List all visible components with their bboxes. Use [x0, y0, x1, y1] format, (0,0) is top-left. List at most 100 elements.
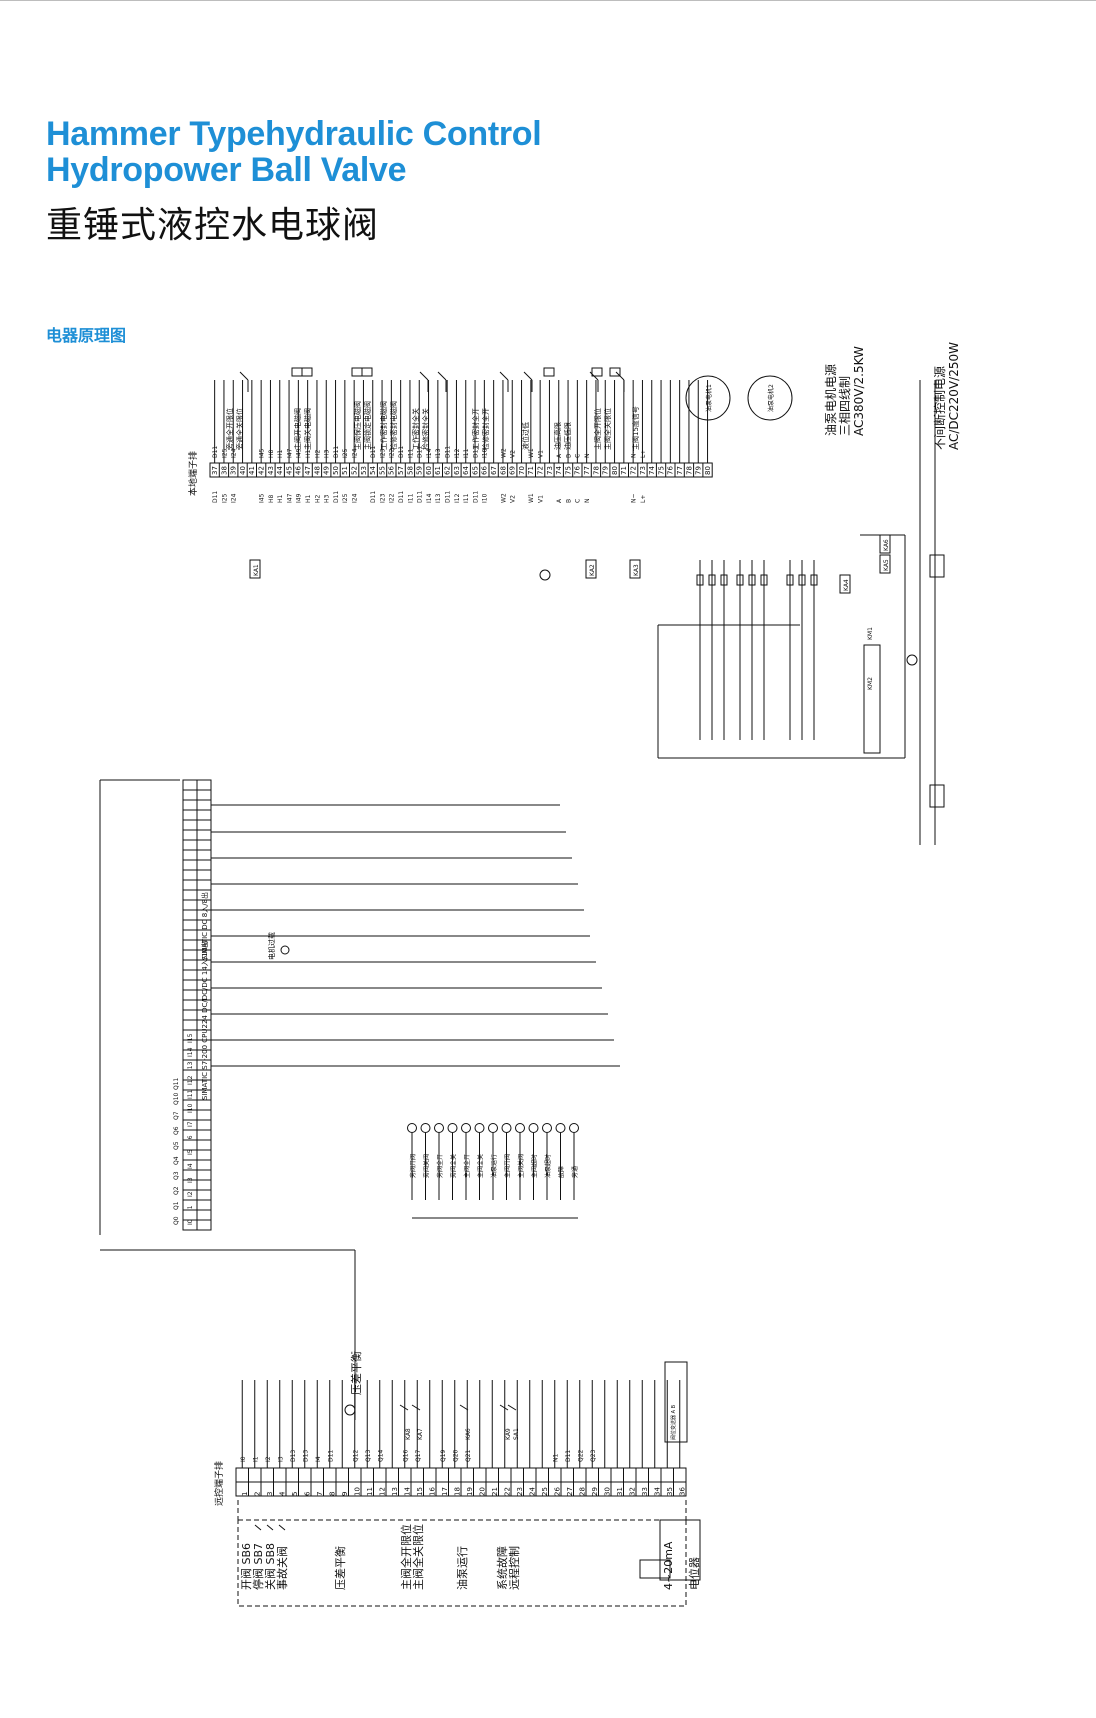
terminal-number: 64: [462, 466, 470, 475]
terminal-wire-label-lower: H1: [305, 494, 312, 503]
terminal-number: 55: [378, 466, 386, 475]
remote-terminal-number: 36: [679, 1487, 687, 1496]
remote-terminal-label: 远控端子排: [213, 1461, 225, 1506]
remote-terminal-number: 2: [254, 1492, 262, 1496]
relay-label: KA3: [633, 564, 640, 576]
terminal-wire-label: D11: [398, 446, 405, 458]
terminal-wire-label: D11: [333, 446, 340, 458]
control-power-note: 不间断控制电源: [932, 366, 947, 450]
terminal-wire-label: D11: [370, 446, 377, 458]
terminal-number: 53: [360, 466, 368, 475]
remote-wire-label: Q13: [365, 1449, 372, 1462]
terminal-number: 76: [667, 466, 675, 475]
indicator-label: 主阀开阀: [504, 1154, 512, 1178]
remote-wire-label: I2: [265, 1456, 272, 1462]
terminal-number: 71: [620, 466, 628, 475]
plc-input-label: I4: [187, 1163, 194, 1169]
terminal-number: 51: [341, 466, 349, 475]
balance-lamp: [344, 1404, 356, 1416]
function-label: 主阀全关限位: [603, 408, 612, 450]
plc-input-label: I0: [187, 1219, 194, 1225]
function-label: 液位过低: [521, 422, 530, 450]
terminal-wire-label-lower: L+: [640, 495, 647, 503]
remote-wire-label: Q12: [353, 1449, 360, 1462]
contactor-contact: [798, 574, 806, 586]
indicator-lamp: [420, 1123, 431, 1133]
terminal-number: 72: [537, 466, 545, 475]
remote-wire-label: I0: [240, 1456, 247, 1462]
terminal-number: 44: [276, 466, 284, 475]
terminal-wire-label-lower: D11: [472, 491, 479, 503]
terminal-wire-label: D11: [472, 446, 479, 458]
contactor-contact: [736, 574, 744, 586]
terminal-number: 39: [230, 466, 238, 475]
relay-label: KA2: [589, 564, 596, 576]
remote-terminal-number: 7: [316, 1492, 324, 1496]
terminal-number: 77: [676, 466, 684, 475]
plc-input-label: I1: [187, 1205, 194, 1211]
potentiometer-note: 阀位变送器 A B: [670, 1404, 677, 1440]
indicator-label: 主阀全开: [463, 1154, 471, 1178]
plc-input-label: I2: [187, 1191, 194, 1197]
terminal-wire-label-lower: D11: [370, 491, 377, 503]
relay-coil: [585, 559, 597, 579]
terminal-wire-label-lower: I14: [426, 493, 433, 503]
remote-terminal-number: 35: [666, 1487, 674, 1496]
plc-output-label: Q0: [173, 1216, 180, 1225]
terminal-wire-label-lower: I11: [463, 493, 470, 503]
remote-terminal-number: 32: [629, 1487, 637, 1496]
fuse-fu2: [929, 784, 945, 808]
function-label: 工作密封全关: [411, 408, 420, 450]
function-label: 主阀锁定电磁阀: [363, 401, 372, 450]
overload-lamp: [280, 945, 290, 955]
terminal-wire-label-lower: N~: [631, 493, 638, 503]
terminal-number: 68: [499, 466, 507, 475]
terminal-number: 57: [397, 466, 405, 475]
terminal-wire-label-lower: H2: [314, 494, 321, 503]
remote-terminal-number: 6: [304, 1491, 312, 1496]
function-label: 旁通全关限位: [235, 408, 244, 450]
function-label: 主阀保压电磁阀: [353, 401, 362, 450]
remote-terminal-number: 16: [429, 1487, 437, 1496]
indicator-label: 故障: [558, 1166, 566, 1178]
remote-terminal-number: 23: [516, 1487, 524, 1496]
remote-relay-label: KA7: [417, 1428, 424, 1440]
remote-wire-label: Q19: [440, 1449, 447, 1462]
terminal-number: 66: [481, 466, 489, 475]
terminal-wire-label-lower: W1: [528, 493, 535, 503]
top-divider: [0, 0, 1096, 1]
indicator-lamp: [906, 654, 918, 666]
terminal-wire-label: I24: [231, 448, 238, 458]
terminal-number: 62: [444, 466, 452, 475]
terminal-wire-label-lower: H3: [324, 494, 331, 503]
remote-terminal-number: 14: [404, 1487, 412, 1496]
coil-box: [291, 367, 303, 377]
indicator-label: 旁阀开阀: [409, 1154, 417, 1178]
terminal-wire-label: W2: [500, 448, 507, 458]
remote-relay-label: SA1: [513, 1428, 520, 1440]
plc-output-label: Q10: [173, 1092, 180, 1105]
plc-input-label: I14: [187, 1047, 194, 1057]
relay-contact: [507, 1404, 517, 1411]
terminal-number: 65: [471, 466, 479, 475]
terminal-number: 41: [248, 466, 256, 475]
terminal-number: 61: [434, 466, 442, 475]
terminal-wire-label-lower: I47: [286, 493, 293, 503]
terminal-number: 73: [546, 466, 554, 475]
terminal-number: 40: [239, 466, 247, 475]
indicator-label: 旁通: [571, 1166, 579, 1178]
terminal-number: 47: [304, 466, 312, 475]
remote-terminal-number: 30: [604, 1487, 612, 1496]
remote-wire-label: Q20: [453, 1449, 460, 1462]
indicator-lamp: [515, 1123, 525, 1133]
plc-output-label: Q2: [173, 1186, 180, 1195]
switch-contact: [239, 371, 249, 381]
function-label: 工作密封电磁阀: [379, 401, 388, 450]
relay-contact: [459, 1404, 469, 1411]
relay-coil: [839, 574, 851, 594]
remote-terminal-number: 20: [479, 1487, 487, 1496]
remote-terminal-number: 28: [579, 1487, 587, 1496]
terminal-wire-label-lower: I22: [389, 493, 396, 503]
plc-module-wires: [196, 779, 212, 1231]
